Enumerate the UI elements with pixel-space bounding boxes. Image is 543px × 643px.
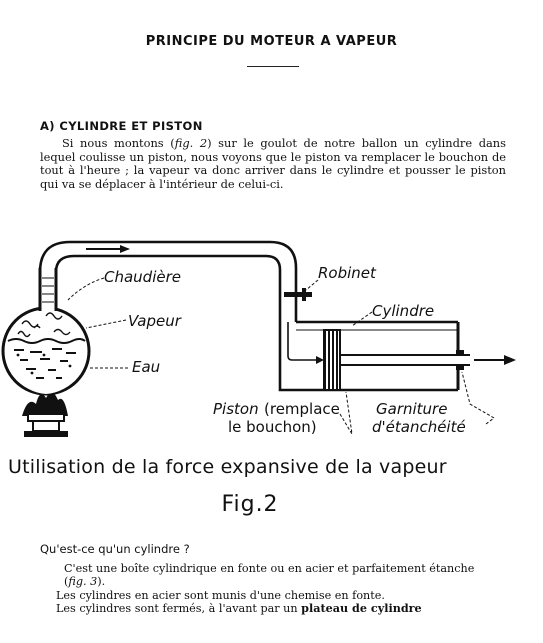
answer-figure-ref: fig. 3: [68, 575, 98, 589]
section-paragraph: Si nous montons (fig. 2) sur le goulot d…: [40, 136, 506, 191]
steam-path-arrowhead: [316, 356, 324, 364]
valve-icon: [284, 288, 312, 301]
answer-line-2: Les cylindres en acier sont munis d'une …: [56, 588, 385, 602]
para-text-start: Si nous montons (: [62, 136, 175, 150]
label-cylindre: Cylindre: [372, 302, 434, 320]
para-figure-ref: fig. 2: [174, 136, 208, 150]
label-garniture-1: Garniture: [376, 400, 447, 418]
page-title: PRINCIPE DU MOTEUR A VAPEUR: [145, 34, 398, 49]
piston: [323, 329, 341, 391]
answer-text: C'est une boîte cylindrique en fonte ou …: [40, 562, 500, 616]
label-remplace-2: le bouchon): [228, 418, 317, 436]
label-garniture-2: d'étanchéité: [372, 418, 466, 436]
label-remplace-1: (remplace: [264, 400, 340, 418]
output-arrow: [474, 355, 516, 365]
label-vapeur: Vapeur: [128, 312, 182, 330]
piston-rod: [340, 354, 470, 366]
label-chaudiere: Chaudière: [104, 268, 181, 286]
label-eau: Eau: [132, 358, 160, 376]
answer-l3-text: Les cylindres sont fermés, à l'avant par…: [56, 602, 302, 616]
title-underline: [247, 66, 299, 67]
para-text-end: ) sur le goulot de notre ballon un cylin…: [40, 136, 506, 191]
answer-l3-bold: plateau de cylindre: [301, 601, 422, 616]
answer-l1-end: ).: [97, 575, 106, 589]
answer-line-3: Les cylindres sont fermés, à l'avant par…: [40, 601, 500, 616]
steam-engine-diagram: Chaudière Vapeur Eau Robinet Cylindre Pi…: [1, 240, 516, 437]
steam-flow-arrow: [86, 245, 130, 253]
section-heading: A) CYLINDRE ET PISTON: [40, 119, 203, 133]
label-robinet: Robinet: [318, 264, 377, 282]
steam-pipe: [38, 240, 298, 322]
answer-line-1: C'est une boîte cylindrique en fonte ou …: [40, 562, 500, 589]
question-heading: Qu'est-ce qu'un cylindre ?: [40, 542, 190, 556]
label-piston: Piston: [213, 400, 259, 418]
steam-path-arrow: [287, 322, 316, 361]
burner: [22, 392, 68, 437]
figure-number: Fig.2: [221, 492, 279, 517]
leader-lines: [67, 277, 495, 435]
boiler-flask: [1, 268, 91, 396]
figure-caption: Utilisation de la force expansive de la …: [8, 456, 447, 478]
answer-l1-text: C'est une boîte cylindrique en fonte ou …: [64, 562, 475, 589]
